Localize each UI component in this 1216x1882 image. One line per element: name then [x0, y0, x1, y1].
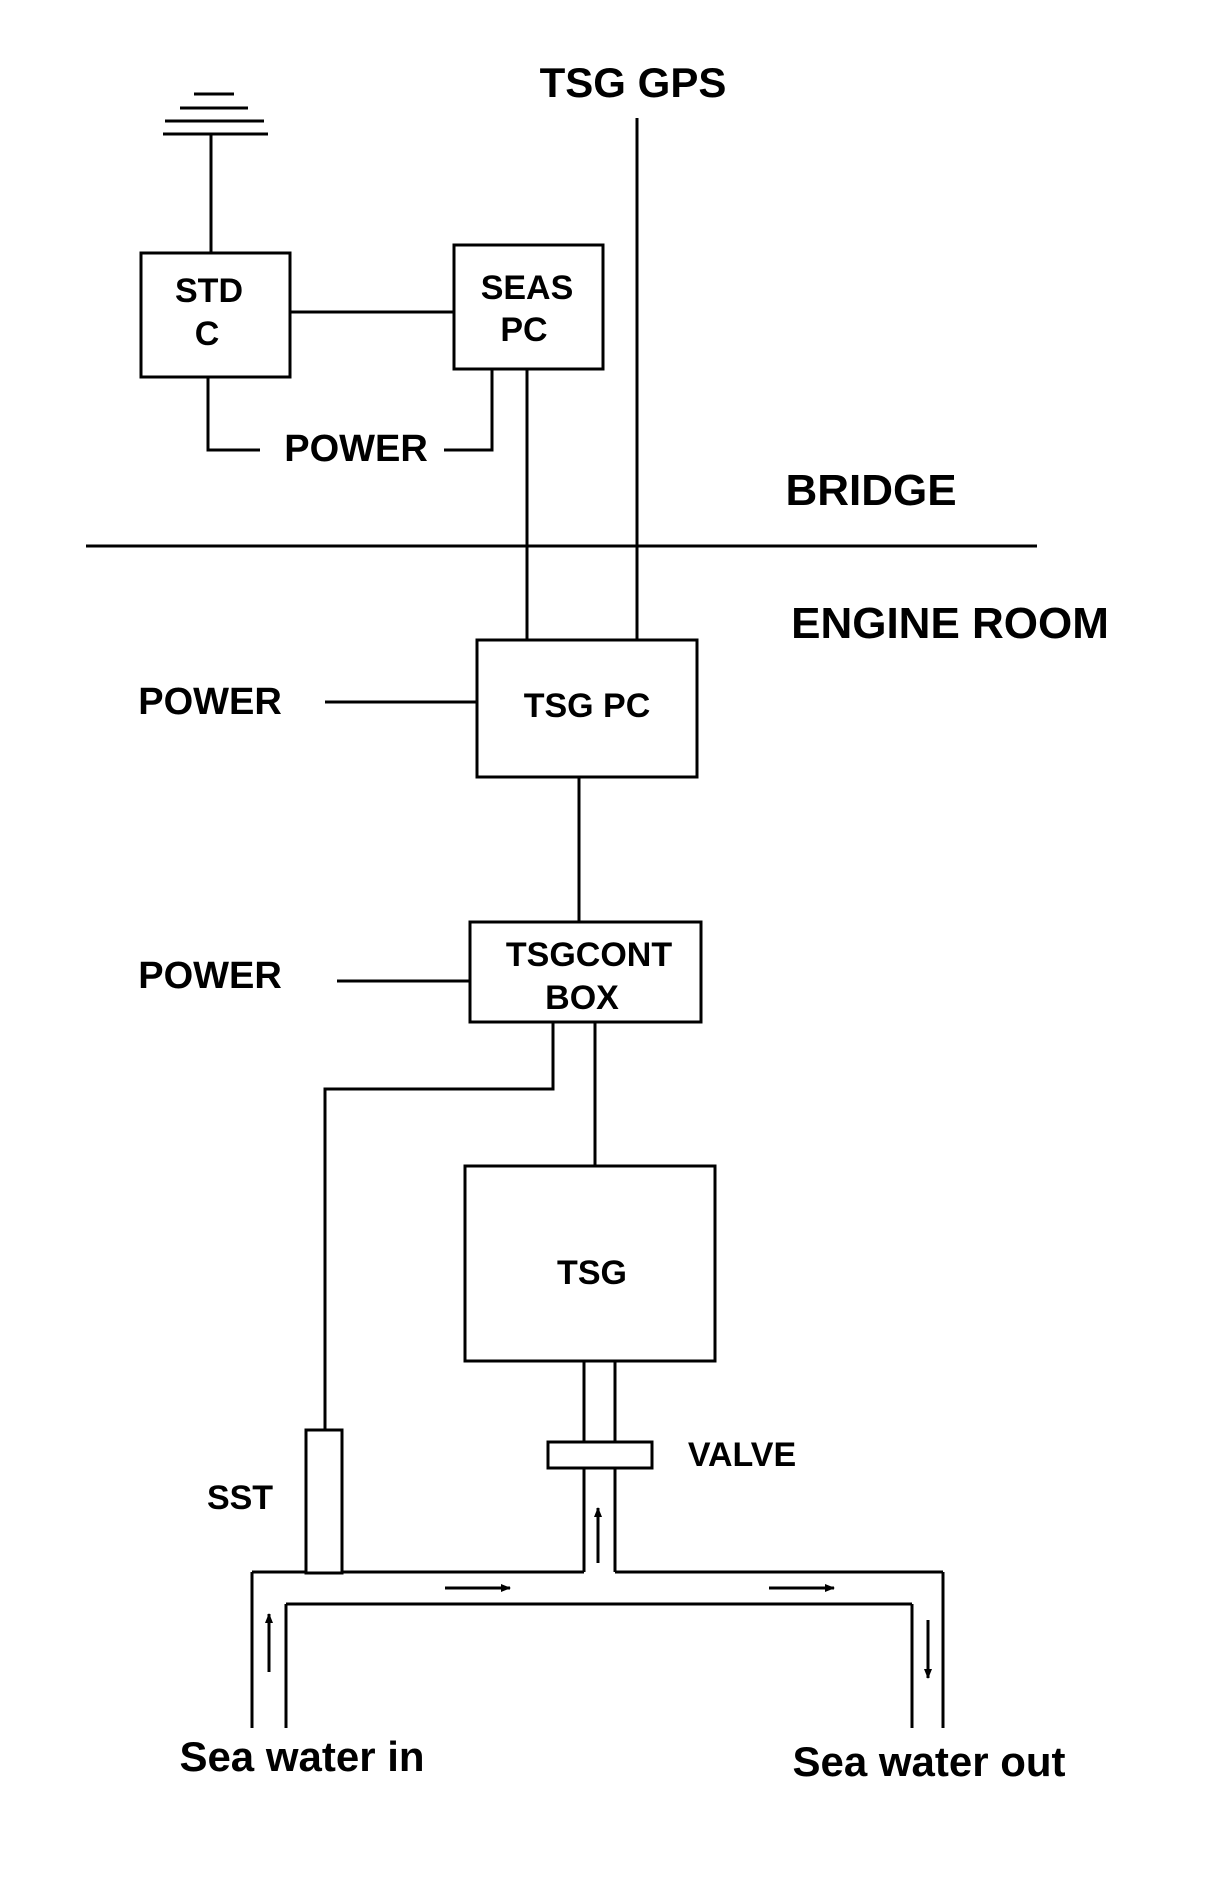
- sea-water-in-label: Sea water in: [179, 1733, 424, 1780]
- tsg-pc-label: TSG PC: [524, 687, 651, 725]
- power-label-tsg-pc: POWER: [138, 681, 282, 723]
- seas-pc-power-wire: [444, 369, 494, 452]
- sea-water-out-label: Sea water out: [792, 1738, 1065, 1785]
- power-label-bridge: POWER: [284, 428, 428, 470]
- std-c-power-wire: [206, 377, 260, 452]
- tsg-gps-label: TSG GPS: [540, 59, 727, 106]
- valve: [546, 1440, 654, 1470]
- tsg-box: TSG: [463, 1164, 717, 1363]
- sst-sensor: [304, 1428, 344, 1575]
- std-c-label-line1: STD: [175, 272, 243, 310]
- std-c-box: STD C: [139, 251, 292, 379]
- bridge-label: BRIDGE: [785, 466, 956, 515]
- seas-pc-label-line2: PC: [500, 311, 547, 349]
- seas-pc-box: SEAS PC: [452, 243, 605, 371]
- tsgcont-label-line2: BOX: [545, 979, 619, 1017]
- tsg-intake-pipe: [582, 1361, 617, 1572]
- tsgcont-sst-cable: [323, 1022, 555, 1430]
- std-c-label-line2: C: [195, 315, 220, 353]
- tsgcont-box: TSGCONT BOX: [468, 920, 703, 1024]
- sea-water-pipe: [250, 1570, 945, 1728]
- sst-label: SST: [207, 1479, 273, 1517]
- valve-label: VALVE: [688, 1436, 796, 1474]
- seas-pc-label-line1: SEAS: [481, 269, 574, 307]
- tsgcont-label-line1: TSGCONT: [506, 936, 672, 974]
- engine-room-label: ENGINE ROOM: [791, 599, 1109, 648]
- tsg-pc-box: TSG PC: [475, 638, 699, 779]
- antenna-icon: [165, 92, 264, 253]
- power-label-tsgcont: POWER: [138, 955, 282, 997]
- tsg-label: TSG: [557, 1254, 627, 1292]
